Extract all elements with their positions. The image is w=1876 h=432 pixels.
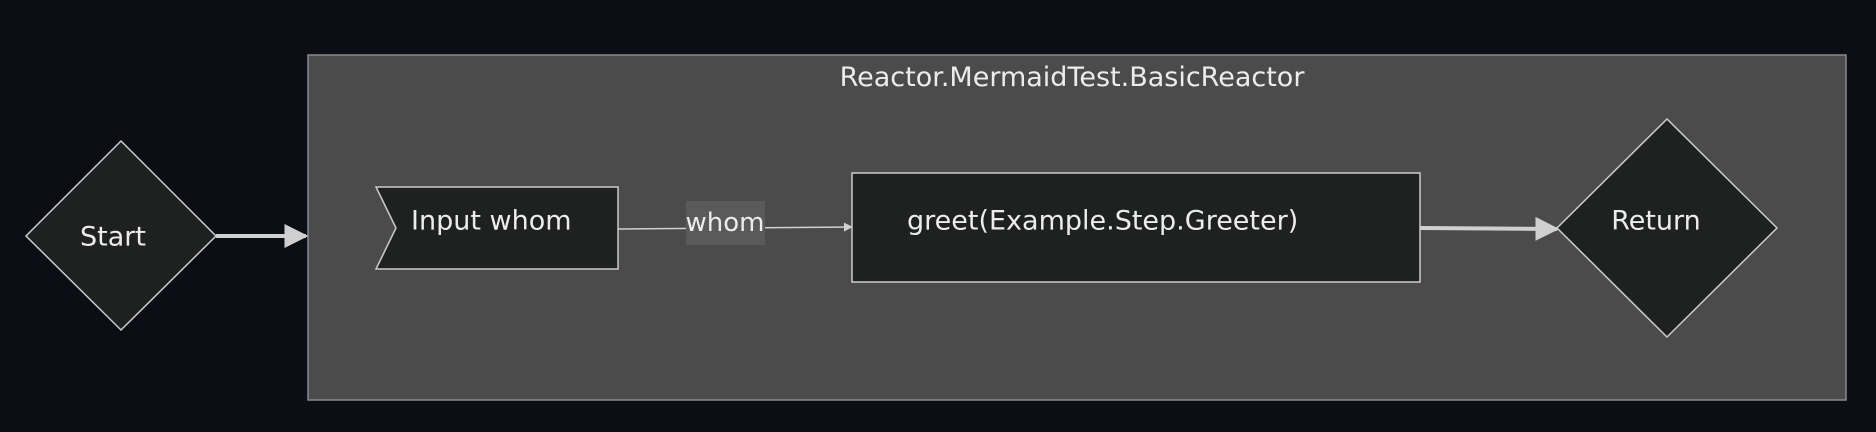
- step-rectangle: [851, 172, 1421, 283]
- input-whom-label: Input whom: [411, 206, 572, 237]
- input-flag-shape: [374, 186, 619, 270]
- node-greet-step[interactable]: greet(Example.Step.Greeter): [851, 172, 1421, 283]
- subgraph-title: Reactor.MermaidTest.BasicReactor: [840, 62, 1306, 93]
- node-return[interactable]: Return: [1555, 117, 1779, 339]
- start-label: Start: [80, 222, 146, 253]
- edge-label-whom: whom: [686, 208, 765, 238]
- node-input-whom[interactable]: Input whom: [374, 186, 619, 270]
- greet-step-label: greet(Example.Step.Greeter): [907, 206, 1298, 237]
- return-label: Return: [1611, 206, 1701, 237]
- edge-step-to-return: [1419, 216, 1560, 241]
- return-diamond: [1555, 117, 1779, 339]
- edge-input-to-step: whom: [617, 201, 853, 245]
- start-diamond: [24, 139, 218, 332]
- edge-label-background: [686, 201, 765, 245]
- node-start[interactable]: Start: [24, 139, 218, 332]
- edge-line: [1419, 216, 1560, 241]
